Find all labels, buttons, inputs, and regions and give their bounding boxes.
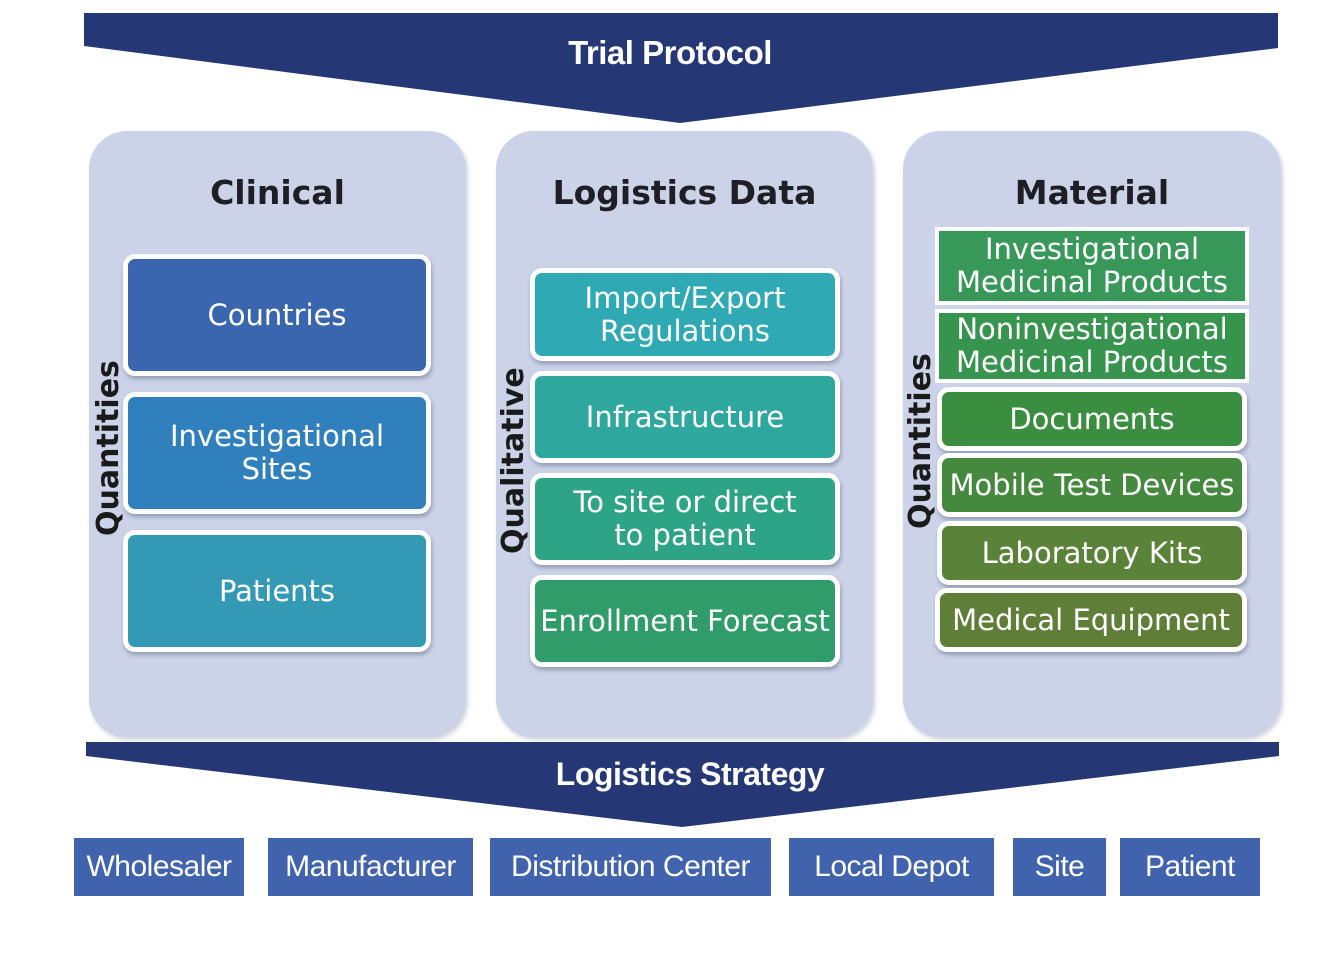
trial-protocol-arrow-shape	[84, 13, 1278, 123]
destination-site: Site	[1013, 838, 1106, 896]
material-item-label: Documents	[1009, 401, 1175, 436]
clinical-side-label-quantities: Quantities	[91, 360, 126, 536]
material-item-laboratory-kits: Laboratory Kits	[937, 521, 1247, 585]
logistics-item-enrollment-forecast: Enrollment Forecast	[530, 575, 840, 667]
logistics-side-label-qualitative: Qualitative	[496, 367, 531, 554]
logistics-data-panel: Logistics Data Qualitative Import/Export…	[496, 131, 873, 737]
destination-patient: Patient	[1120, 838, 1260, 896]
material-item-label: Laboratory Kits	[981, 535, 1203, 570]
logistics-strategy-title: Logistics Strategy	[555, 756, 825, 792]
clinical-item-label: Countries	[207, 297, 347, 332]
clinical-item-countries: Countries	[123, 254, 431, 376]
material-item-documents: Documents	[937, 387, 1247, 451]
clinical-panel-title: Clinical	[210, 173, 345, 212]
destination-local-depot: Local Depot	[789, 838, 994, 896]
logistics-item-label: Enrollment Forecast	[540, 603, 830, 638]
material-side-label-quantities: Quantities	[903, 353, 938, 529]
material-item-label: Mobile Test Devices	[949, 467, 1235, 502]
trial-protocol-title: Trial Protocol	[568, 34, 772, 71]
material-item-label: Medical Equipment	[952, 602, 1230, 637]
clinical-panel: Clinical Quantities Countries Investigat…	[89, 131, 466, 737]
material-panel-title: Material	[1014, 173, 1170, 212]
destination-manufacturer: Manufacturer	[268, 838, 473, 896]
logistics-item-infrastructure: Infrastructure	[530, 371, 840, 463]
material-item-mobile-test-devices: Mobile Test Devices	[937, 453, 1247, 517]
clinical-item-patients: Patients	[123, 530, 431, 652]
logistics-data-panel-title: Logistics Data	[552, 173, 817, 212]
material-item-medical-equipment: Medical Equipment	[935, 588, 1247, 652]
logistics-item-label: Infrastructure	[585, 399, 785, 434]
clinical-item-label: Patients	[218, 573, 336, 608]
destination-wholesaler: Wholesaler	[74, 838, 244, 896]
destination-distribution-center: Distribution Center	[490, 838, 771, 896]
